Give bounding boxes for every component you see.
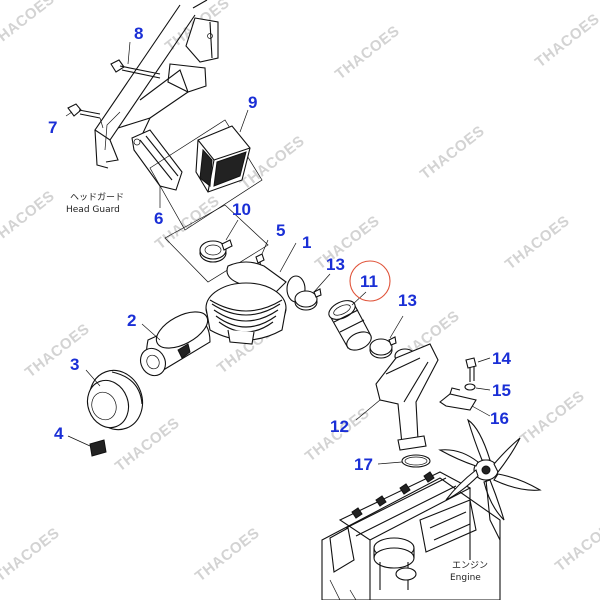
callout-10: 10 bbox=[232, 200, 251, 219]
callout-16: 16 bbox=[490, 409, 509, 428]
callout-15: 15 bbox=[492, 381, 511, 400]
watermark: THACOES bbox=[0, 0, 58, 51]
watermark: THACOES bbox=[517, 387, 588, 448]
callout-12: 12 bbox=[330, 417, 349, 436]
watermark: THACOES bbox=[0, 187, 58, 248]
watermark: THACOES bbox=[532, 10, 600, 71]
callout-8: 8 bbox=[134, 24, 143, 43]
watermark: THACOES bbox=[502, 212, 573, 273]
callout-13-lower: 13 bbox=[398, 291, 417, 310]
part-15-washer bbox=[464, 383, 491, 391]
callout-11: 11 bbox=[360, 272, 378, 291]
callout-6: 6 bbox=[154, 209, 163, 228]
part-6-bracket bbox=[131, 129, 183, 208]
watermark: THACOES bbox=[312, 212, 383, 273]
watermark: THACOES bbox=[332, 22, 403, 83]
part-13-clamp-lower bbox=[369, 315, 404, 359]
watermark: THACOES bbox=[417, 122, 488, 183]
part-12-intake-pipe bbox=[355, 343, 439, 451]
part-1-air-cleaner bbox=[205, 242, 306, 345]
part-8-bolt bbox=[110, 41, 161, 79]
cooling-fan bbox=[438, 418, 542, 541]
callout-3: 3 bbox=[70, 355, 79, 374]
callout-labels: 8 7 9 6 10 5 1 13 11 13 2 3 4 14 15 16 1… bbox=[48, 24, 511, 474]
caption-head-guard-jp: ヘッドガード bbox=[70, 192, 124, 203]
engine-assembly bbox=[321, 471, 501, 600]
part-10-clamp bbox=[164, 204, 269, 283]
part-13-clamp-upper bbox=[294, 273, 331, 311]
part-11-hose bbox=[328, 291, 372, 351]
captions: ヘッドガード Head Guard エンジン Engine bbox=[66, 192, 488, 583]
part-17-o-ring bbox=[377, 454, 431, 468]
callout-17: 17 bbox=[354, 455, 373, 474]
part-14-bolt bbox=[465, 357, 491, 382]
watermark: THACOES bbox=[237, 132, 308, 193]
part-9-cover bbox=[149, 109, 263, 231]
callout-14: 14 bbox=[492, 349, 511, 368]
watermark: THACOES bbox=[22, 320, 93, 381]
watermark: THACOES bbox=[192, 524, 263, 585]
part-7-bolt bbox=[65, 103, 101, 119]
watermark: THACOES bbox=[0, 524, 63, 585]
callout-13-upper: 13 bbox=[326, 255, 345, 274]
callout-9: 9 bbox=[248, 93, 257, 112]
caption-engine-jp: エンジン bbox=[452, 561, 488, 571]
callout-1: 1 bbox=[302, 233, 311, 252]
part-2-filter bbox=[139, 311, 211, 377]
watermark: THACOES bbox=[552, 514, 600, 575]
callout-2: 2 bbox=[127, 311, 136, 330]
part-3-end-cap bbox=[85, 369, 144, 431]
caption-head-guard-en: Head Guard bbox=[66, 205, 120, 215]
callout-4: 4 bbox=[54, 424, 64, 443]
callout-7: 7 bbox=[48, 118, 57, 137]
caption-engine-en: Engine bbox=[450, 573, 481, 583]
highlight-circle bbox=[349, 260, 391, 302]
part-16-bracket bbox=[439, 387, 491, 417]
head-guard-frame bbox=[94, 0, 219, 169]
callout-5: 5 bbox=[276, 221, 285, 240]
part-4-valve bbox=[67, 435, 107, 457]
